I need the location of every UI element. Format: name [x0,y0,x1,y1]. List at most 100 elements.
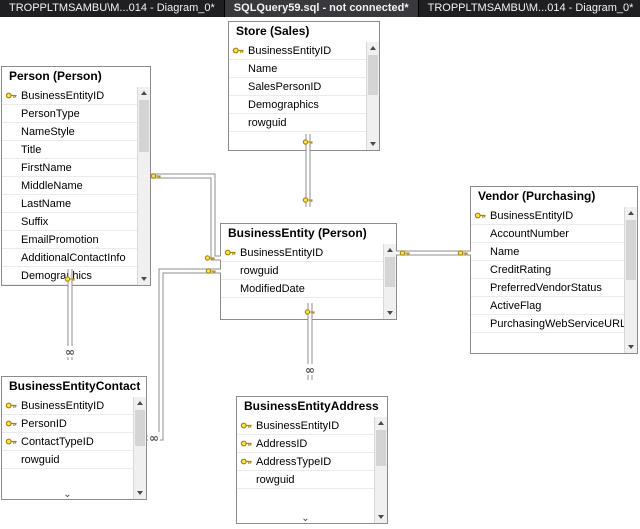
table-title[interactable]: Person (Person) [2,67,150,88]
tab-diagram-right[interactable]: TROPPLTMSAMBU\M...014 - Diagram_0* [418,0,640,17]
scroll-up-icon[interactable] [384,244,396,256]
entity-table-businessentity[interactable]: BusinessEntity (Person) BusinessEntityID… [220,223,397,320]
column-row[interactable]: ActiveFlag [471,297,624,315]
column-row[interactable]: rowguid [221,262,383,280]
scroll-up-icon[interactable] [367,42,379,54]
column-row[interactable]: AdditionalContactInfo [2,249,137,267]
scroll-thumb[interactable] [135,410,145,446]
column-row[interactable]: EmailPromotion [2,231,137,249]
column-name: Name [490,245,520,258]
primary-key-icon [229,44,247,57]
table-title[interactable]: Vendor (Purchasing) [471,187,637,208]
column-row[interactable]: Title [2,141,137,159]
column-row[interactable]: BusinessEntityID [2,87,137,105]
table-title[interactable]: BusinessEntityContact [2,377,146,398]
table-title[interactable]: BusinessEntityAddress [237,397,387,418]
column-name: rowguid [21,453,60,466]
column-name: PersonID [21,417,67,430]
column-name: rowguid [240,264,279,277]
column-row[interactable]: rowguid [237,471,374,489]
table-scrollbar[interactable] [133,397,146,499]
column-row[interactable]: AccountNumber [471,225,624,243]
column-row[interactable]: Name [471,243,624,261]
primary-key-icon [2,417,20,430]
column-row[interactable]: PersonType [2,105,137,123]
column-row[interactable]: BusinessEntityID [2,397,133,415]
scroll-up-icon[interactable] [375,417,387,429]
scroll-thumb[interactable] [368,55,378,95]
column-row[interactable]: BusinessEntityID [237,417,374,435]
scroll-down-icon[interactable] [625,341,637,353]
scroll-up-icon[interactable] [625,207,637,219]
table-title[interactable]: BusinessEntity (Person) [221,224,396,245]
column-row[interactable]: SalesPersonID [229,78,366,96]
column-row[interactable]: rowguid [2,451,133,469]
entity-table-vendor[interactable]: Vendor (Purchasing) BusinessEntityID Acco… [470,186,638,354]
column-row[interactable]: MiddleName [2,177,137,195]
table-scrollbar[interactable] [383,244,396,319]
column-name: Title [21,143,42,156]
column-row[interactable]: AddressID [237,435,374,453]
column-row[interactable]: AddressTypeID [237,453,374,471]
column-row[interactable]: Name [229,60,366,78]
table-scrollbar[interactable] [366,42,379,150]
column-row[interactable]: PreferredVendorStatus [471,279,624,297]
column-row[interactable]: PersonID [2,415,133,433]
column-row[interactable]: Suffix [2,213,137,231]
column-row[interactable]: ContactTypeID [2,433,133,451]
column-name: rowguid [256,473,295,486]
column-row[interactable]: FirstName [2,159,137,177]
column-row[interactable]: PurchasingWebServiceURL [471,315,624,333]
scroll-down-icon[interactable] [367,138,379,150]
scroll-thumb[interactable] [626,220,636,280]
scroll-thumb[interactable] [139,100,149,152]
scroll-thumb[interactable] [376,430,386,466]
column-row[interactable]: NameStyle [2,123,137,141]
table-rows: BusinessEntityID PersonID ContactTypeID row… [2,397,133,499]
primary-key-icon [2,89,20,102]
scroll-thumb[interactable] [385,257,395,287]
scroll-down-icon[interactable] [138,273,150,285]
column-name: AddressID [256,437,308,450]
column-name: Suffix [21,215,49,228]
column-row[interactable]: Demographics [229,96,366,114]
column-row[interactable]: BusinessEntityID [471,207,624,225]
column-name: AdditionalContactInfo [21,251,126,264]
scroll-down-icon[interactable] [375,511,387,523]
scroll-up-icon[interactable] [134,397,146,409]
column-row[interactable]: ModifiedDate [221,280,383,298]
primary-key-icon [471,209,489,222]
table-scrollbar[interactable] [374,417,387,523]
column-row[interactable]: rowguid [229,114,366,132]
column-row[interactable]: Demographics [2,267,137,285]
table-scrollbar[interactable] [137,87,150,285]
table-scrollbar[interactable] [624,207,637,353]
column-name: FirstName [21,161,72,174]
column-name: BusinessEntityID [248,44,332,57]
table-title[interactable]: Store (Sales) [229,22,379,43]
column-row[interactable]: CreditRating [471,261,624,279]
column-row[interactable]: BusinessEntityID [221,244,383,262]
column-name: AccountNumber [490,227,569,240]
column-row[interactable]: BusinessEntityID [229,42,366,60]
scroll-up-icon[interactable] [138,87,150,99]
scroll-down-icon[interactable] [384,307,396,319]
column-name: LastName [21,197,72,210]
primary-key-icon [237,455,255,468]
primary-key-icon [221,246,239,259]
scroll-down-icon[interactable] [134,487,146,499]
entity-table-businessentityaddress[interactable]: BusinessEntityAddress BusinessEntityID Ad… [236,396,388,524]
entity-table-businessentitycontact[interactable]: BusinessEntityContact BusinessEntityID Pe… [1,376,147,500]
column-name: SalesPersonID [248,80,322,93]
column-name: ModifiedDate [240,282,305,295]
primary-key-icon [237,437,255,450]
document-tab-bar: TROPPLTMSAMBU\M...014 - Diagram_0* SQLQu… [0,0,640,17]
column-row[interactable]: LastName [2,195,137,213]
tab-diagram-left[interactable]: TROPPLTMSAMBU\M...014 - Diagram_0* [0,0,225,17]
tab-sqlquery[interactable]: SQLQuery59.sql - not connected* [224,0,419,17]
